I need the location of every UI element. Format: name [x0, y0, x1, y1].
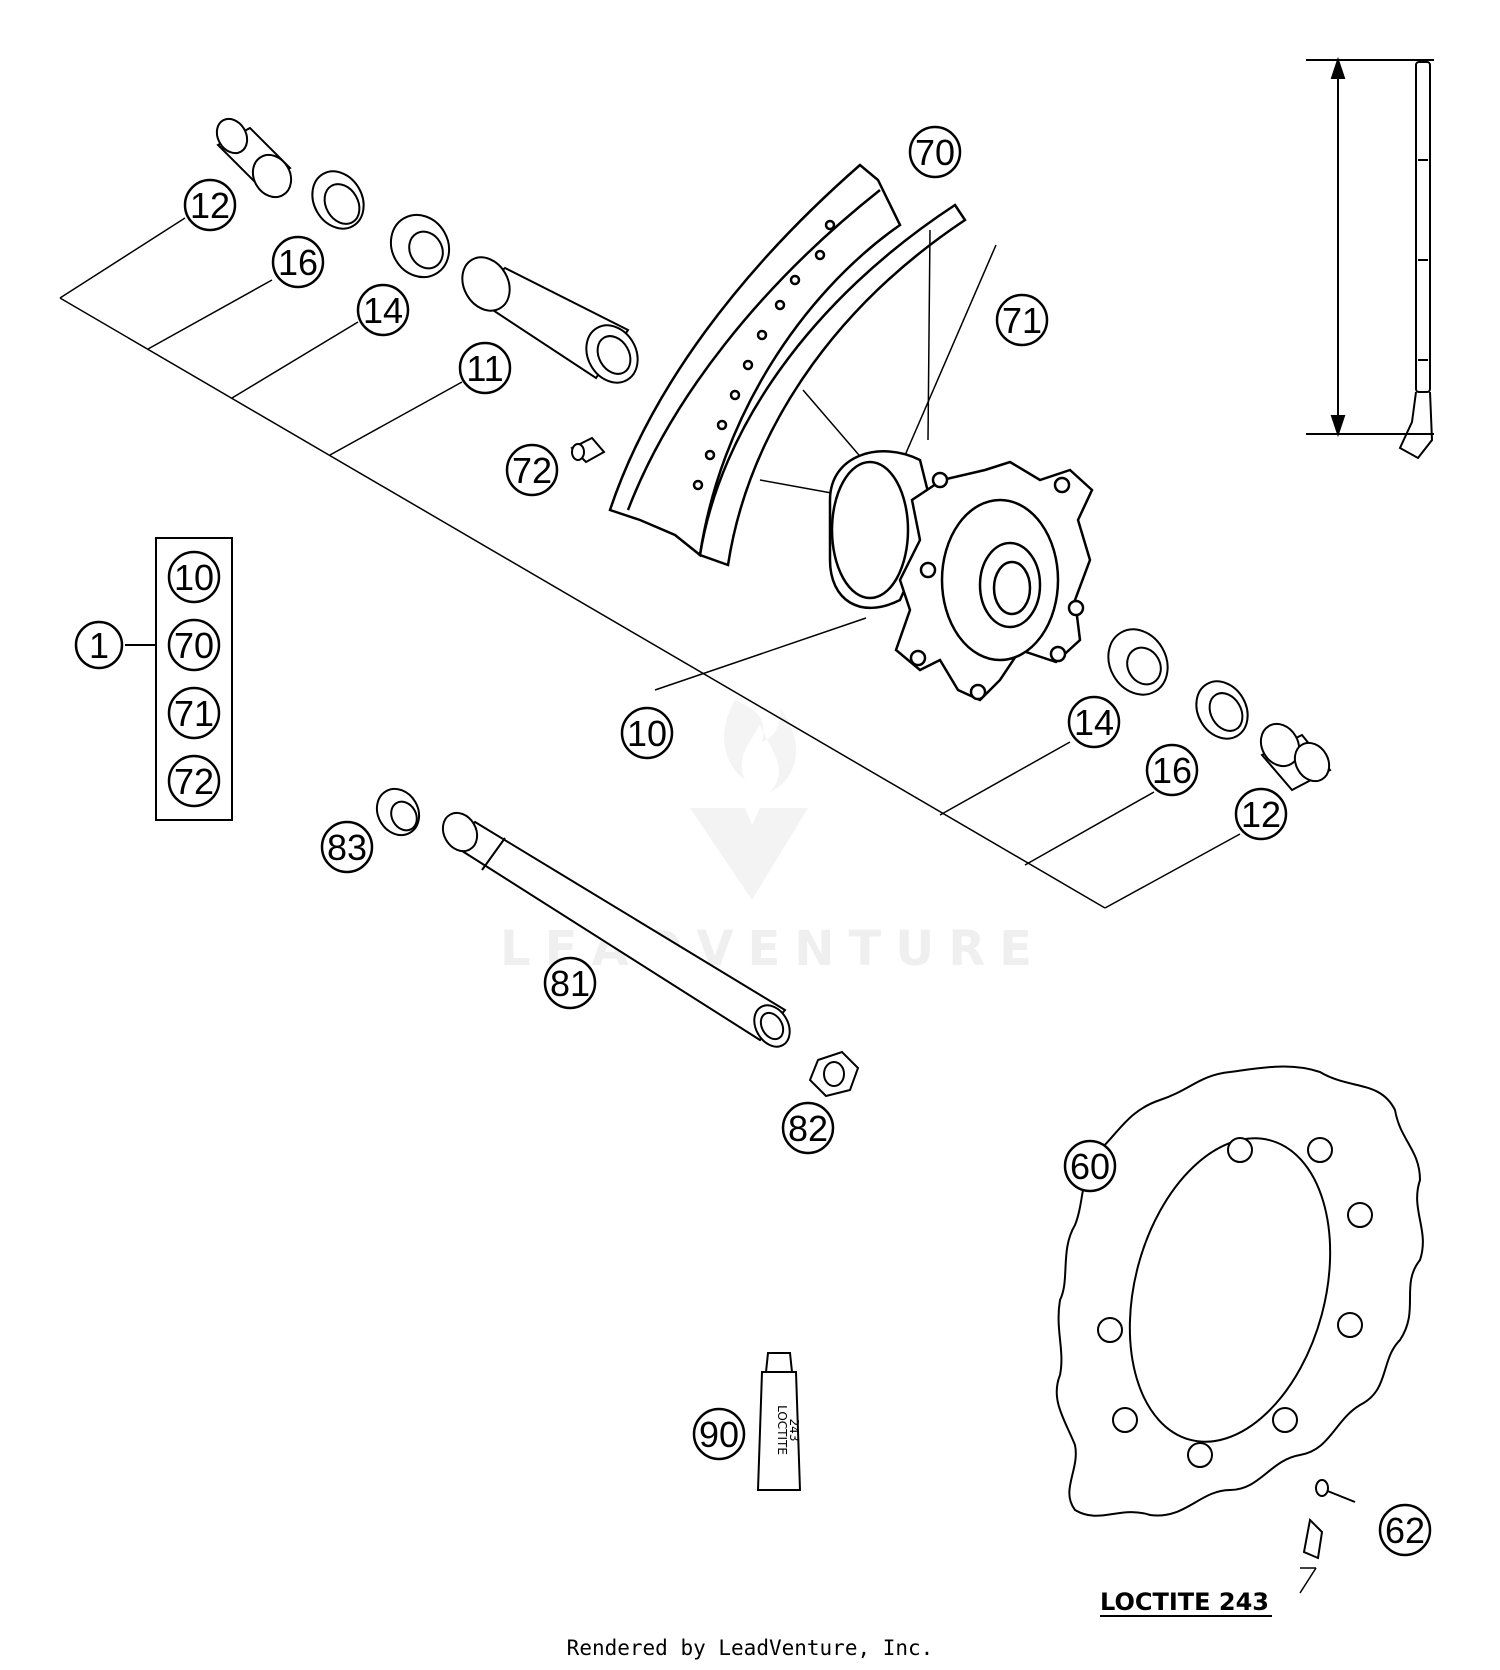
- callout-11: 11: [458, 341, 512, 395]
- svg-text:90: 90: [699, 1414, 739, 1455]
- callout-12-top: 12: [183, 178, 237, 232]
- callout-82: 82: [781, 1101, 835, 1155]
- svg-text:72: 72: [174, 761, 214, 802]
- svg-text:83: 83: [327, 827, 367, 868]
- distance-sleeve-11: [461, 256, 639, 384]
- shaft-seal-16-top: [311, 170, 365, 230]
- callout-71-kit: 71: [167, 686, 221, 740]
- valve-72: [570, 436, 606, 464]
- hub-10: [828, 450, 1094, 702]
- wheel-spindle-81: [441, 811, 791, 1048]
- bearing-14-top: [389, 213, 451, 279]
- spoke-length-gauge: [1306, 56, 1434, 460]
- spacer-bushing-12-right: [1259, 722, 1332, 792]
- callout-83: 83: [320, 820, 374, 874]
- svg-text:16: 16: [278, 242, 318, 283]
- svg-text:16: 16: [1152, 750, 1192, 791]
- callout-62: 62: [1378, 1503, 1432, 1557]
- spacer-bushing-12-top: [215, 117, 293, 199]
- svg-text:1: 1: [89, 625, 109, 666]
- callout-14-top: 14: [356, 283, 410, 337]
- svg-text:71: 71: [1002, 300, 1042, 341]
- tube-label-1: LOCTITE: [775, 1405, 789, 1455]
- footer-credit: Rendered by LeadVenture, Inc.: [566, 1636, 934, 1660]
- rim-70: [608, 163, 967, 567]
- svg-text:81: 81: [550, 963, 590, 1004]
- callout-70-kit: 70: [167, 618, 221, 672]
- svg-text:60: 60: [1070, 1146, 1110, 1187]
- svg-text:70: 70: [174, 625, 214, 666]
- callout-71: 71: [995, 293, 1049, 347]
- svg-text:70: 70: [915, 132, 955, 173]
- callout-12-right: 12: [1234, 787, 1288, 841]
- svg-text:11: 11: [466, 348, 503, 389]
- callout-90: 90: [692, 1407, 746, 1461]
- callouts: 1 10 70 71 72 12 16 14: [74, 125, 1432, 1557]
- callout-72: 72: [505, 443, 559, 497]
- svg-text:62: 62: [1385, 1510, 1425, 1551]
- callout-1: 1: [74, 620, 124, 670]
- shaft-seal-16-right: [1195, 680, 1249, 740]
- callout-70: 70: [908, 125, 962, 179]
- svg-text:10: 10: [174, 557, 214, 598]
- svg-text:10: 10: [627, 713, 667, 754]
- collar-nut-83: [375, 787, 421, 837]
- callout-16-top: 16: [271, 235, 325, 289]
- leadventure-watermark-logo: LEADVENTURE: [500, 700, 1032, 977]
- callout-72-kit: 72: [167, 754, 221, 808]
- callout-81: 81: [543, 956, 597, 1010]
- kit-box: [125, 537, 233, 821]
- screw-62: [1302, 1479, 1356, 1560]
- svg-text:12: 12: [1241, 794, 1281, 835]
- svg-text:72: 72: [512, 450, 552, 491]
- callout-60: 60: [1063, 1139, 1117, 1193]
- callout-10: 10: [620, 706, 674, 760]
- tube-label-2: 243: [787, 1419, 801, 1442]
- loctite-tube-90: LOCTITE 243: [756, 1352, 802, 1491]
- callout-16-right: 16: [1145, 743, 1199, 797]
- brake-disc-60: [1055, 1065, 1424, 1517]
- svg-text:14: 14: [1074, 702, 1114, 743]
- collar-bolt-82: [808, 1050, 860, 1098]
- svg-text:14: 14: [363, 290, 403, 331]
- bearing-14-right: [1107, 628, 1169, 696]
- callout-14-right: 14: [1067, 695, 1121, 749]
- svg-text:71: 71: [174, 693, 214, 734]
- svg-text:82: 82: [788, 1108, 828, 1149]
- leader-lines: [59, 217, 1317, 1594]
- svg-text:12: 12: [190, 185, 230, 226]
- callout-10-kit: 10: [167, 550, 221, 604]
- loctite-243-label: LOCTITE 243: [1100, 1588, 1269, 1616]
